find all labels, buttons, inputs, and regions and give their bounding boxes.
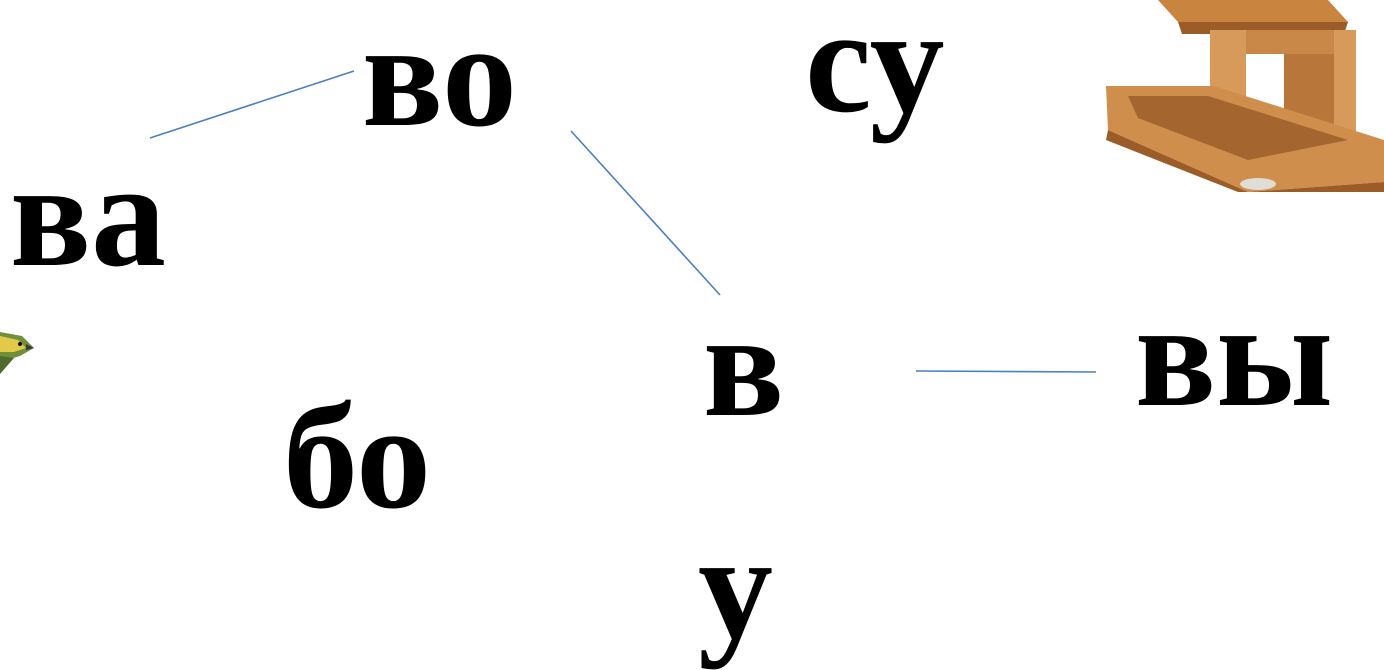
syllable-vo[interactable]: во [362, 0, 517, 158]
syllable-vy[interactable]: вы [1135, 272, 1334, 438]
syllable-u[interactable]: у [698, 504, 773, 670]
syllable-va[interactable]: ва [10, 132, 167, 298]
syllable-v[interactable]: в [703, 282, 785, 448]
syllable-bo[interactable]: бо [283, 374, 432, 540]
syllable-su[interactable]: су [805, 0, 945, 144]
bird-feeder-image [1098, 0, 1384, 192]
connector-v-vy [915, 370, 1097, 373]
connector-vo-v [570, 130, 721, 296]
connector-va-vo [149, 70, 355, 139]
bird-image [0, 332, 34, 374]
